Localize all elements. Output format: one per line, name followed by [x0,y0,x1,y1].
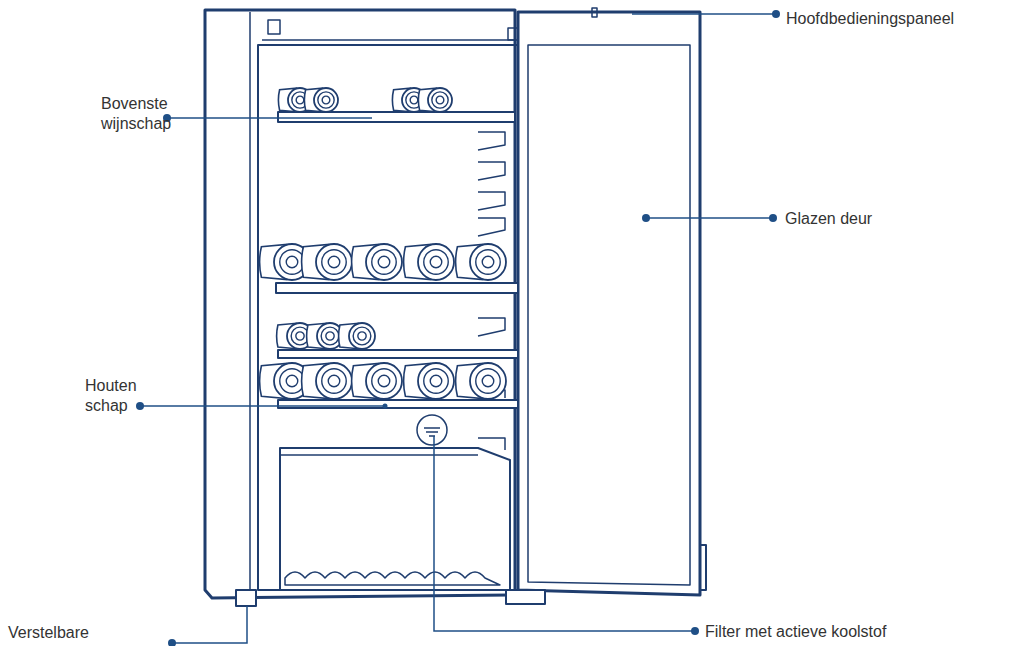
part-label: Bovenste wijnschap [101,94,187,134]
cabinet [205,8,706,606]
leader-lines [140,14,776,643]
part-label: Glazen deur [785,209,872,229]
part-label: Verstelbare [8,623,89,643]
part-label: Hoofdbedieningspaneel [786,9,954,29]
wine-bottles [260,88,506,399]
part-label: Filter met actieve koolstof [705,622,886,642]
leader-dots [136,10,780,646]
part-label: Houten schap [85,376,145,416]
